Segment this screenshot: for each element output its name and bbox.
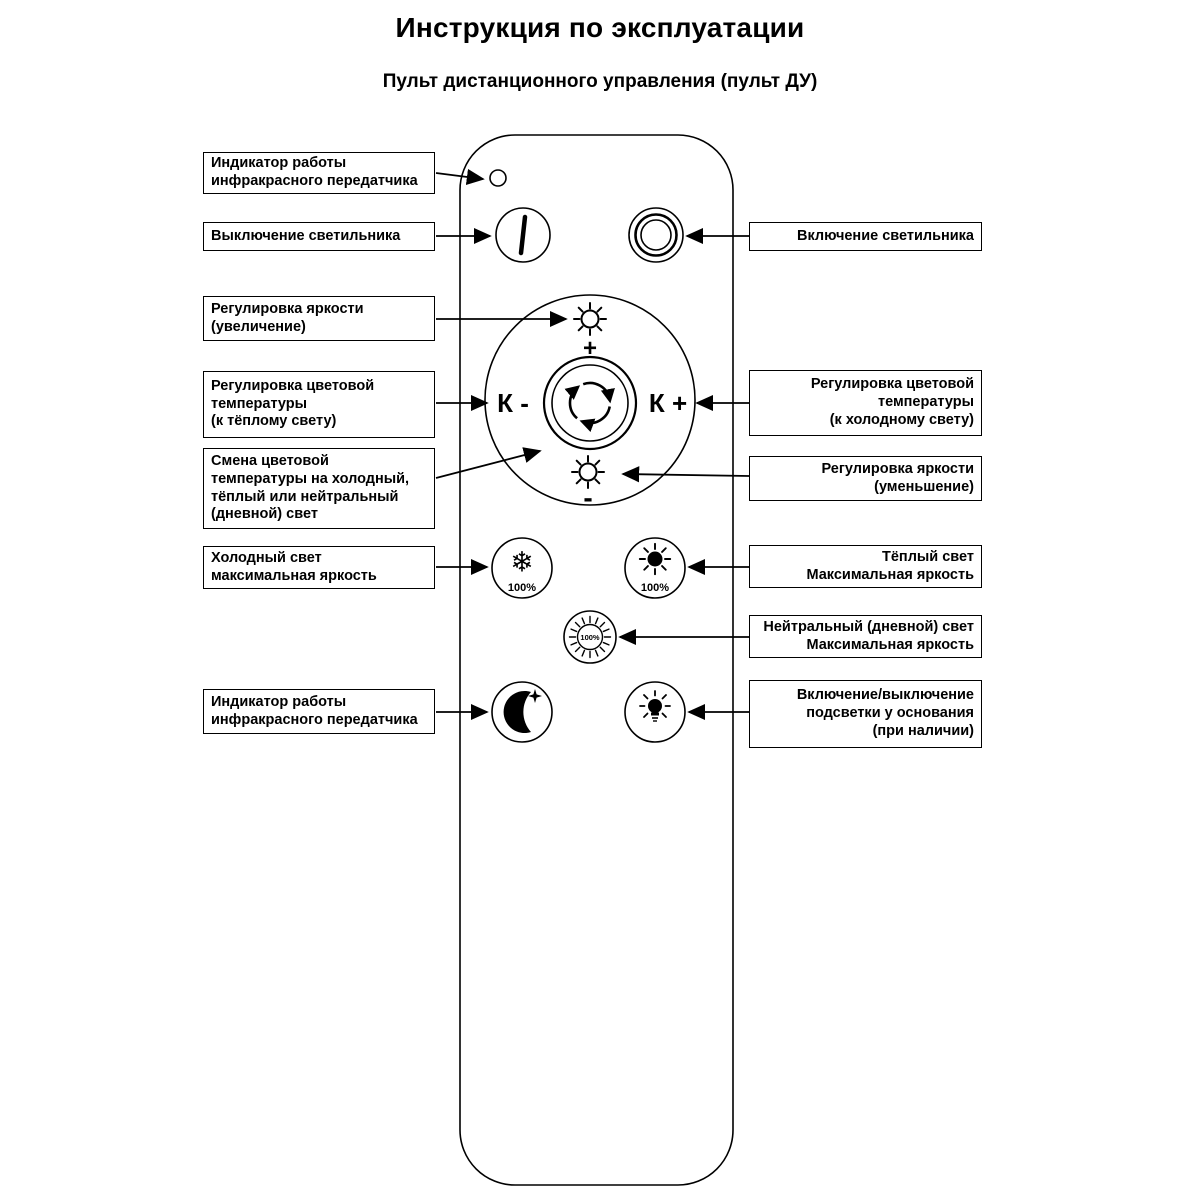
callout-warm-temp: Регулировка цветовой температуры (к тёпл… — [203, 371, 435, 438]
power-on-button — [628, 207, 684, 263]
night-mode-button — [491, 681, 553, 743]
sun-filled-icon — [638, 542, 672, 576]
base-light-button — [624, 681, 686, 743]
color-cycle-knob — [542, 355, 638, 451]
callout-ir-indicator-bottom: Индикатор работы инфракрасного передатчи… — [203, 689, 435, 734]
arrow-to-brightness-down — [621, 466, 750, 483]
power-off-button — [495, 207, 551, 263]
page-title: Инструкция по эксплуатации — [395, 12, 805, 43]
neutral-percent-label: 100% — [580, 633, 600, 642]
callout-label: Регулировка яркости (уменьшение) — [821, 460, 974, 495]
brightness-minus-label: - — [583, 482, 592, 513]
cycle-arrows-icon — [564, 381, 615, 433]
callout-warm-max: Тёплый свет Максимальная яркость — [749, 545, 982, 588]
callout-arrows-left — [435, 168, 568, 721]
callout-label: Регулировка яркости (увеличение) — [211, 300, 364, 335]
callout-label: Индикатор работы инфракрасного передатчи… — [211, 155, 418, 189]
callout-cold-temp: Регулировка цветовой температуры (к холо… — [749, 370, 982, 436]
neutral-light-button: 100% — [563, 610, 617, 664]
brightness-up-icon — [573, 302, 607, 336]
power-on-icon — [634, 213, 678, 257]
callout-cold-max: Холодный свет максимальная яркость — [203, 546, 435, 589]
cold-light-button: ❄ 100% — [491, 537, 553, 599]
moon-icon — [503, 691, 531, 733]
warm-light-button: 100% — [624, 537, 686, 599]
k-plus-label: К + — [649, 388, 687, 418]
callout-label: Включение светильника — [797, 227, 974, 244]
ir-indicator-dot — [489, 169, 507, 187]
callout-label: Включение/выключение подсветки у основан… — [796, 687, 974, 739]
callout-ir-indicator-top: Индикатор работы инфракрасного передатчи… — [203, 152, 435, 194]
callout-temp-switch: Смена цветовой температуры на холодный, … — [203, 448, 435, 529]
callout-power-off: Выключение светильника — [203, 222, 435, 251]
arrow-to-ir-indicator — [435, 168, 485, 185]
callout-label: Тёплый свет Максимальная яркость — [806, 548, 974, 583]
callout-brightness-up: Регулировка яркости (увеличение) — [203, 296, 435, 341]
star-icon — [528, 689, 542, 703]
arrow-to-dial-center — [435, 447, 542, 479]
page-subtitle: Пульт дистанционного управления (пульт Д… — [382, 71, 818, 92]
callout-label: Индикатор работы инфракрасного передатчи… — [211, 693, 418, 728]
callout-power-on: Включение светильника — [749, 222, 982, 251]
snowflake-icon: ❄ — [510, 547, 533, 578]
brightness-down-icon — [571, 455, 605, 489]
callout-brightness-down: Регулировка яркости (уменьшение) — [749, 456, 982, 501]
callout-label: Нейтральный (дневной) свет Максимальная … — [763, 618, 974, 653]
cold-percent-label: 100% — [508, 582, 536, 594]
callout-label: Холодный свет максимальная яркость — [211, 549, 377, 584]
callout-label: Смена цветовой температуры на холодный, … — [211, 452, 410, 523]
callout-arrows-right — [618, 227, 750, 721]
callout-label: Выключение светильника — [211, 227, 401, 244]
sun-outline-icon — [568, 615, 612, 659]
callout-base-light: Включение/выключение подсветки у основан… — [749, 680, 982, 748]
power-off-icon — [518, 214, 528, 256]
callout-neutral-max: Нейтральный (дневной) свет Максимальная … — [749, 615, 982, 658]
callout-label: Регулировка цветовой температуры (к холо… — [810, 376, 974, 428]
k-minus-label: К - — [497, 388, 529, 418]
bulb-icon — [639, 690, 671, 722]
warm-percent-label: 100% — [641, 582, 669, 594]
brightness-plus-label: + — [583, 335, 597, 362]
callout-label: Регулировка цветовой температуры (к тёпл… — [211, 377, 375, 430]
